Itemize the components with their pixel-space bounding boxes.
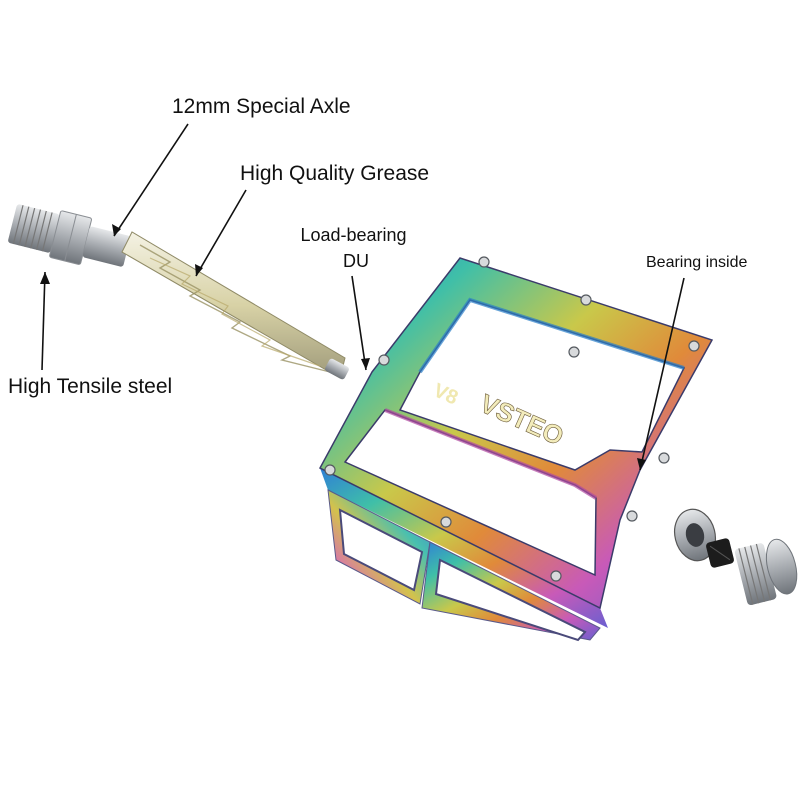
pin <box>688 340 700 352</box>
arrowhead-bearing <box>637 458 646 470</box>
lock-nut <box>706 538 734 568</box>
axle-tip <box>325 358 349 380</box>
window-lower-lip <box>384 408 598 500</box>
pin <box>440 516 452 528</box>
callout-grease: High Quality Grease <box>240 162 429 185</box>
leader-grease <box>195 189 247 277</box>
callout-du-line1: Load-bearing <box>300 225 406 245</box>
axle <box>8 204 349 380</box>
window-upper-lip <box>418 297 685 374</box>
pin <box>324 464 336 476</box>
arrowhead-du <box>361 358 370 370</box>
arrowhead-steel <box>40 272 50 284</box>
pedal-side-front <box>320 468 608 628</box>
end-window-left <box>338 508 424 592</box>
pin <box>550 570 562 582</box>
pedal-body: V8 VSTEO <box>318 256 714 642</box>
leader-du <box>351 275 367 371</box>
pin <box>478 256 490 268</box>
arrowhead-grease <box>195 264 203 276</box>
pin <box>658 452 670 464</box>
pin <box>568 346 580 358</box>
axle-shaft <box>121 231 346 379</box>
pin <box>580 294 592 306</box>
arrowhead-axle <box>112 224 121 236</box>
pin <box>378 354 390 366</box>
leader-bearing <box>639 277 685 471</box>
leader-steel <box>41 271 46 371</box>
end-cap <box>734 538 798 606</box>
pin <box>626 510 638 522</box>
brand-mark: V8 <box>430 379 461 409</box>
callout-du: Load-bearing DU <box>300 225 411 271</box>
callout-du-line2: DU <box>343 251 369 271</box>
pedal-end-face-2 <box>421 541 601 641</box>
callout-bearing: Bearing inside <box>646 254 748 271</box>
axle-thread <box>8 204 131 267</box>
bearing <box>674 508 716 562</box>
exploded-parts <box>674 508 798 606</box>
leader-axle <box>113 123 189 237</box>
end-window-right <box>434 558 587 642</box>
pins <box>324 256 700 582</box>
callout-axle: 12mm Special Axle <box>172 95 351 118</box>
callout-steel: High Tensile steel <box>8 375 172 398</box>
